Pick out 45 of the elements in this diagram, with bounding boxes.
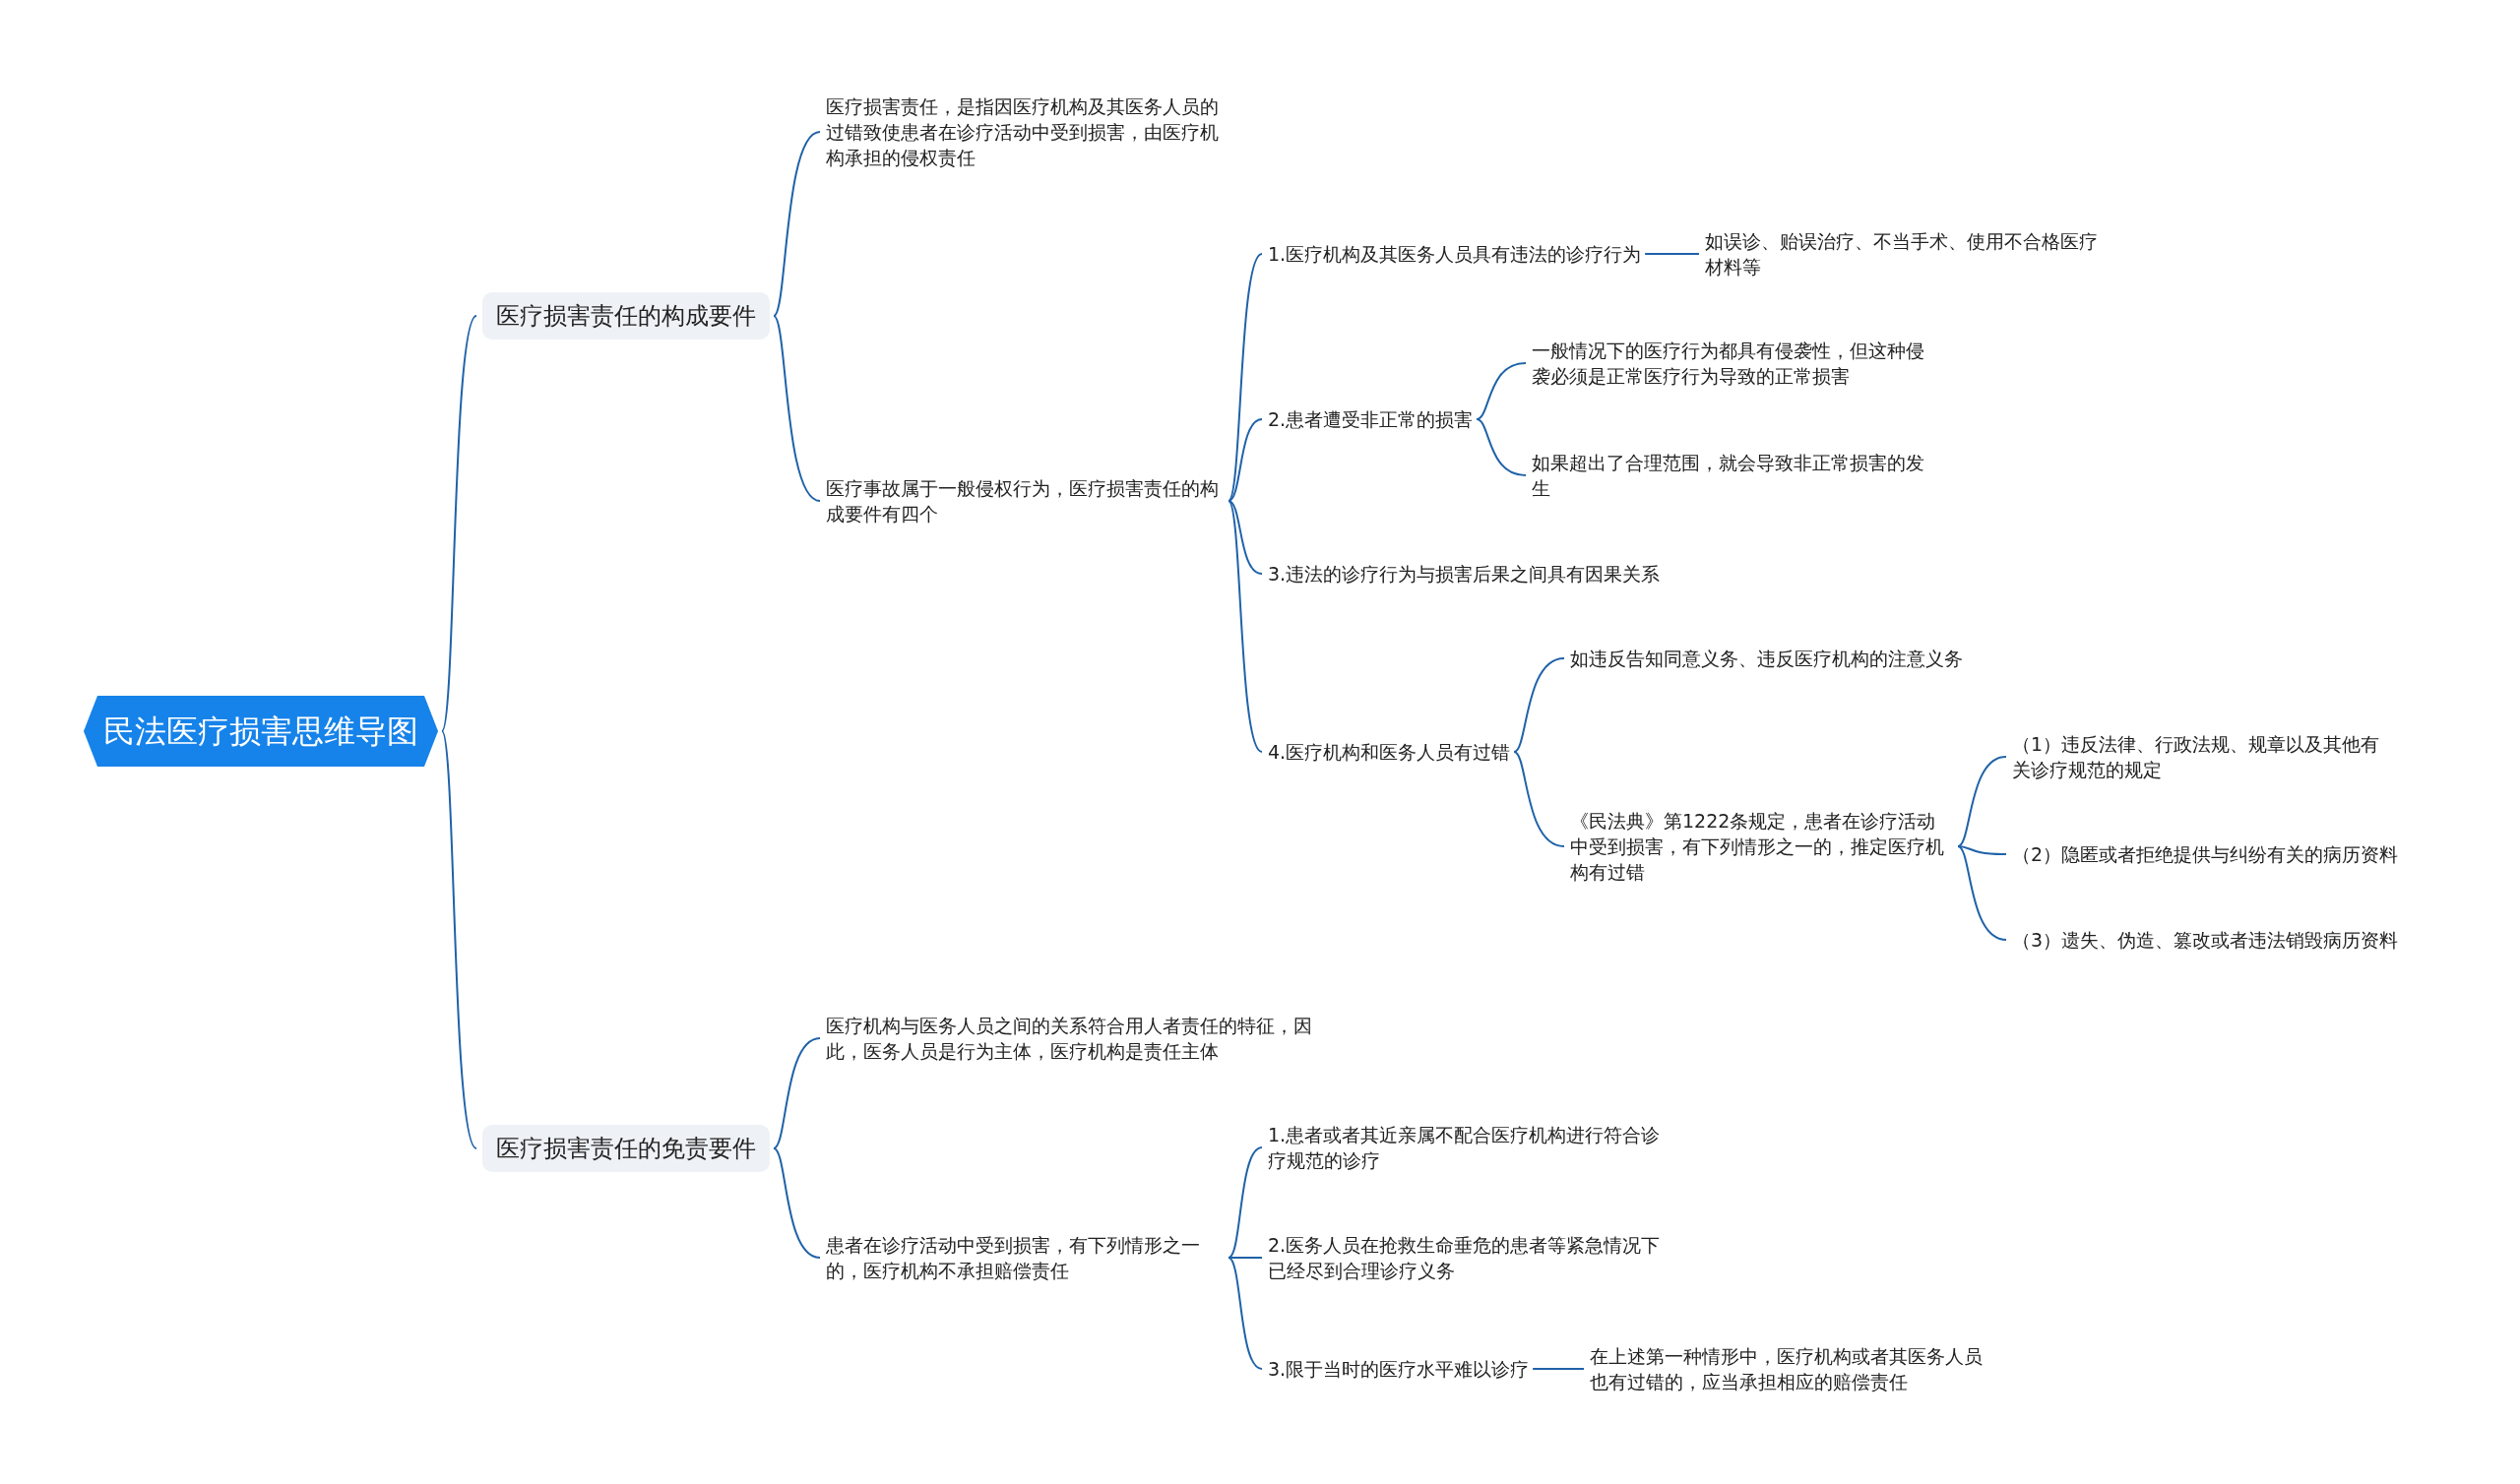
connector-line	[1644, 253, 1700, 255]
connector-line	[773, 131, 821, 317]
connector-line	[441, 315, 477, 732]
topic-text: 2.患者遭受非正常的损害	[1268, 406, 1474, 432]
topic-text: 3.限于当时的医疗水平难以诊疗	[1268, 1356, 1530, 1382]
topic-text: 医疗事故属于一般侵权行为，医疗损害责任的构成要件有四个	[826, 475, 1225, 526]
connector-line	[1957, 845, 2007, 855]
topic-text: 2.医务人员在抢救生命垂危的患者等紧急情况下已经尽到合理诊疗义务	[1268, 1232, 1667, 1283]
topic-text: 患者在诊疗活动中受到损害，有下列情形之一的，医疗机构不承担赔偿责任	[826, 1232, 1225, 1283]
connector-line	[1957, 756, 2007, 847]
connector-line	[1228, 1257, 1263, 1259]
topic-text: 一般情况下的医疗行为都具有侵袭性，但这种侵袭必须是正常医疗行为导致的正常损害	[1532, 338, 1930, 389]
connector-line	[1228, 253, 1263, 502]
topic-text: 1.医疗机构及其医务人员具有违法的诊疗行为	[1268, 241, 1642, 267]
connector-line	[1513, 657, 1565, 753]
connector-line	[1228, 1257, 1263, 1370]
connector-line	[773, 315, 821, 502]
topic-text: 医疗损害责任，是指因医疗机构及其医务人员的过错致使患者在诊疗活动中受到损害，由医疗机构承担的侵权责任	[826, 93, 1225, 170]
topic-text: （1）违反法律、行政法规、规章以及其他有关诊疗规范的规定	[2012, 731, 2396, 782]
topic-text: 在上述第一种情形中，医疗机构或者其医务人员也有过错的，应当承担相应的赔偿责任	[1590, 1343, 1988, 1394]
topic-text: 3.违法的诊疗行为与损害后果之间具有因果关系	[1268, 561, 1661, 587]
connector-line	[1228, 500, 1263, 575]
topic-text: 如果超出了合理范围，就会导致非正常损害的发生	[1532, 450, 1930, 501]
connector-line	[1228, 1146, 1263, 1259]
topic-text: 1.患者或者其近亲属不配合医疗机构进行符合诊疗规范的诊疗	[1268, 1122, 1667, 1173]
topic-text: 医疗机构与医务人员之间的关系符合用人者责任的特征，因此，医务人员是行为主体，医疗机构是责任主体	[826, 1013, 1348, 1064]
topic-text: （3）遗失、伪造、篡改或者违法销毁病历资料	[2012, 927, 2399, 953]
connector-line	[441, 730, 477, 1149]
topic-text: 4.医疗机构和医务人员有过错	[1268, 739, 1511, 765]
branch-topic: 医疗损害责任的免责要件	[482, 1125, 770, 1172]
connector-line	[1228, 418, 1263, 502]
topic-text: 如违反告知同意义务、违反医疗机构的注意义务	[1570, 646, 1963, 671]
connector-line	[1513, 751, 1565, 847]
connector-line	[1228, 500, 1263, 753]
connector-line	[1476, 418, 1527, 476]
topic-text: 如误诊、贻误治疗、不当手术、使用不合格医疗材料等	[1705, 228, 2104, 279]
topic-text: 《民法典》第1222条规定，患者在诊疗活动中受到损害，有下列情形之一的，推定医疗机构有过错	[1570, 808, 1954, 885]
central-topic: 民法医疗损害思维导图	[84, 696, 438, 767]
connector-line	[1532, 1368, 1585, 1370]
topic-text: （2）隐匿或者拒绝提供与纠纷有关的病历资料	[2012, 841, 2399, 867]
connector-line	[773, 1147, 821, 1259]
connector-line	[1957, 845, 2007, 941]
branch-topic: 医疗损害责任的构成要件	[482, 292, 770, 340]
connector-line	[1476, 362, 1527, 420]
connector-line	[773, 1037, 821, 1149]
